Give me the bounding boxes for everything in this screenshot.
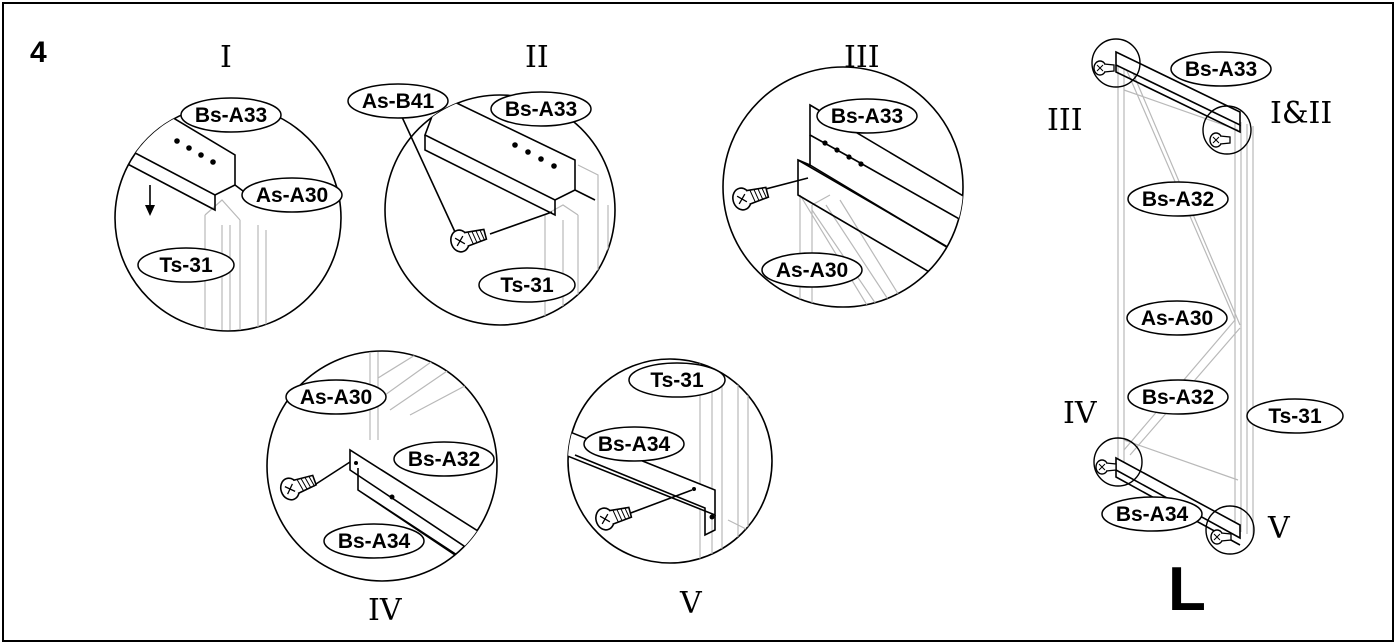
- callout-label: I&II: [1270, 96, 1332, 131]
- part-label: Bs-A34: [598, 433, 671, 456]
- label-oval: [1127, 379, 1229, 415]
- callout-label: III: [1047, 103, 1083, 138]
- detail-view-III: III Bs-A33 As-A30: [722, 40, 964, 308]
- part-label: As-A30: [256, 184, 328, 207]
- overview-frame: III I&II IV V Bs-A33 Bs-A32 As-A30 Bs-A3…: [1047, 38, 1344, 624]
- label-oval: [478, 267, 576, 303]
- label-oval: [241, 177, 343, 213]
- part-label: As-A30: [776, 259, 848, 282]
- part-label: Bs-A32: [408, 448, 480, 471]
- label-oval: [393, 441, 495, 477]
- part-label: Bs-A33: [1185, 58, 1257, 81]
- detail-view-V: V Ts-31 Bs-A34: [567, 358, 773, 621]
- label-oval: [1101, 496, 1203, 532]
- part-label: Ts-31: [650, 369, 704, 392]
- part-label: Bs-A32: [1142, 386, 1214, 409]
- part-label: Bs-A33: [195, 104, 267, 127]
- step-number: 4: [30, 36, 47, 69]
- part-label: Ts-31: [500, 274, 554, 297]
- label-oval: [180, 97, 282, 133]
- label-oval: [1170, 51, 1272, 87]
- part-label: As-B41: [362, 90, 435, 113]
- label-oval: [347, 83, 449, 119]
- part-label: Bs-A32: [1142, 188, 1214, 211]
- label-oval: [323, 523, 425, 559]
- part-label: Bs-A34: [338, 530, 411, 553]
- label-oval: [285, 379, 387, 415]
- label-oval: [137, 247, 235, 283]
- label-oval: [761, 252, 863, 288]
- label-oval: [583, 426, 685, 462]
- part-label: Bs-A34: [1116, 503, 1189, 526]
- callout-label: IV: [1063, 396, 1098, 431]
- label-oval: [1126, 300, 1228, 336]
- label-oval: [490, 91, 592, 127]
- label-oval: [1246, 398, 1344, 434]
- label-oval: [1127, 181, 1229, 217]
- part-label: As-A30: [1141, 307, 1213, 330]
- part-label: Ts-31: [159, 254, 213, 277]
- detail-view-I: I Bs-A33 As-A30 Ts-31: [114, 40, 343, 332]
- label-oval: [816, 98, 918, 134]
- callout-label: V: [1267, 511, 1291, 546]
- part-label: Bs-A33: [831, 105, 903, 128]
- detail-view-II: II As-B41 Bs-A33 Ts-31: [347, 40, 616, 326]
- part-label: Bs-A33: [505, 98, 577, 121]
- detail-title-I: I: [220, 40, 232, 75]
- label-oval: [628, 362, 726, 398]
- part-label: Ts-31: [1268, 405, 1322, 428]
- detail-title-II: II: [525, 40, 549, 75]
- detail-title-IV: IV: [368, 593, 403, 628]
- part-label: As-A30: [300, 386, 372, 409]
- side-letter: L: [1168, 555, 1206, 624]
- detail-view-IV: IV As-A30 Bs-A32 Bs-A34: [266, 350, 498, 628]
- detail-title-V: V: [679, 586, 703, 621]
